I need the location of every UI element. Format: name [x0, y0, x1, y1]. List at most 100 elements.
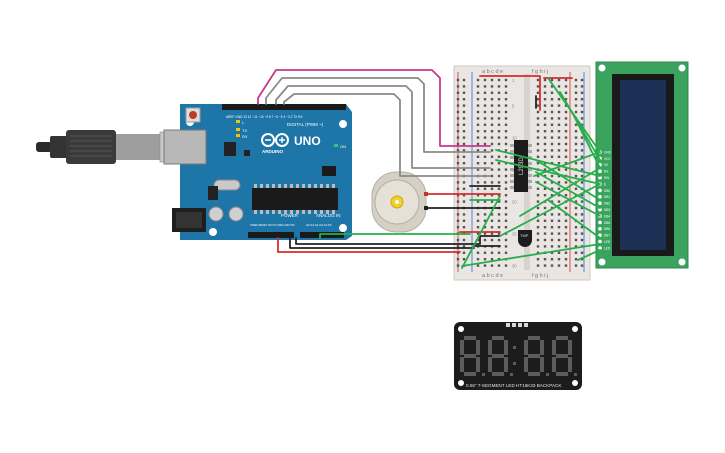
breadboard-hole: [564, 104, 568, 107]
breadboard-hole: [550, 136, 554, 139]
breadboard-hole: [580, 98, 584, 101]
wires: [257, 69, 601, 269]
breadboard-hole: [483, 232, 487, 235]
breadboard-hole: [462, 136, 466, 139]
wire-green: [577, 249, 601, 261]
arduino-model-label: UNO: [294, 134, 321, 148]
led-indicator: [236, 120, 240, 123]
breadboard-hole: [504, 123, 508, 126]
wire-green: [573, 115, 601, 169]
breadboard-hole: [550, 174, 554, 178]
lcd-display[interactable]: GNDVCCV0RSRWEDB0DB1DB2DB3DB4DB5DB6DB7LED…: [595, 61, 689, 269]
lcd-pin-label: E: [604, 182, 606, 186]
wire-green: [319, 233, 471, 239]
breadboard-hole: [456, 104, 460, 107]
led-indicator: [236, 134, 240, 137]
breadboard-hole: [574, 136, 578, 139]
breadboard-hole: [557, 258, 561, 261]
breadboard-hole: [536, 85, 540, 88]
breadboard-hole: [456, 226, 460, 229]
breadboard-hole: [497, 104, 501, 107]
breadboard-hole: [456, 91, 460, 94]
lcd-pin: [598, 233, 602, 237]
wire-green: [461, 243, 601, 267]
breadboard-hole: [476, 136, 480, 139]
mount-hole: [678, 64, 686, 72]
breadboard-hole: [543, 136, 547, 139]
breadboard-hole: [564, 168, 568, 171]
breadboard-hole: [543, 181, 547, 184]
wire-green: [519, 167, 601, 217]
breadboard-hole: [497, 85, 501, 88]
breadboard-cols-right-bottom: f g h i j: [532, 273, 548, 279]
breadboard-hole: [497, 142, 501, 146]
breadboard-hole: [476, 194, 480, 197]
breadboard-hole: [580, 85, 584, 88]
breadboard-hole: [557, 168, 561, 171]
breadboard-hole: [536, 110, 540, 114]
breadboard-hole: [483, 251, 487, 254]
breadboard-hole: [574, 206, 578, 210]
breadboard-hole: [504, 130, 508, 133]
breadboard-hole: [536, 78, 540, 82]
seven-segment-display[interactable]: 0.56" 7-SEGMENT LED HT16K33 BACKPACK: [454, 322, 582, 390]
breadboard-hole: [456, 264, 460, 267]
breadboard-hole: [504, 78, 508, 82]
breadboard-hole: [456, 162, 460, 165]
segment-dot: [574, 373, 577, 376]
arduino-logo-icon: [261, 133, 289, 147]
breadboard-hole: [557, 117, 561, 120]
segment: [464, 354, 476, 358]
breadboard-hole: [543, 117, 547, 120]
capacitor: [228, 206, 244, 222]
breadboard-hole: [543, 258, 547, 261]
breadboard-hole: [456, 155, 460, 158]
breadboard-hole: [580, 110, 584, 114]
temperature-sensor[interactable]: TMP: [518, 230, 532, 247]
breadboard-hole: [536, 194, 540, 197]
segment-dot: [510, 373, 513, 376]
breadboard-hole: [580, 104, 584, 107]
breadboard-hole: [557, 110, 561, 114]
colon-dot: [513, 362, 516, 365]
breadboard-hole: [580, 213, 584, 216]
wire-green: [499, 183, 601, 237]
segment-dot: [546, 373, 549, 376]
analog-header: [300, 232, 344, 238]
segment: [568, 340, 572, 355]
breadboard-hole: [550, 149, 554, 152]
breadboard-hole: [543, 206, 547, 210]
breadboard-row-number: 1: [512, 78, 515, 83]
breadboard-hole: [536, 91, 540, 94]
breadboard-hole: [497, 238, 501, 242]
breadboard-hole: [476, 238, 480, 242]
dc-motor[interactable]: [371, 171, 428, 233]
lcd-pin-label: DB1: [604, 195, 610, 199]
breadboard-hole: [490, 181, 494, 184]
breadboard-hole: [557, 130, 561, 133]
breadboard-hole: [462, 110, 466, 114]
breadboard-hole: [536, 238, 540, 242]
segment: [556, 336, 568, 340]
breadboard-hole: [550, 142, 554, 146]
breadboard-hole: [536, 251, 540, 254]
breadboard-hole: [536, 136, 540, 139]
breadboard-hole: [536, 174, 540, 178]
crystal: [213, 179, 241, 191]
lcd-pin-label: RW: [604, 176, 609, 180]
breadboard-hole: [564, 219, 568, 222]
breadboard-hole: [543, 149, 547, 152]
breadboard-hole: [504, 238, 508, 242]
breadboard-hole: [483, 130, 487, 133]
breadboard-hole: [462, 187, 466, 190]
breadboard-hole: [483, 85, 487, 88]
breadboard-hole: [462, 78, 466, 82]
breadboard-hole: [564, 238, 568, 242]
lcd-pin: [598, 246, 602, 250]
breadboard-hole: [543, 226, 547, 229]
breadboard-hole: [550, 258, 554, 261]
breadboard-hole: [564, 232, 568, 235]
mount-hole: [209, 228, 217, 236]
breadboard-hole: [564, 264, 568, 267]
arduino-board: UNO ARDUINO DIGITAL (PWM ~) AREF GND 13 …: [163, 104, 352, 240]
